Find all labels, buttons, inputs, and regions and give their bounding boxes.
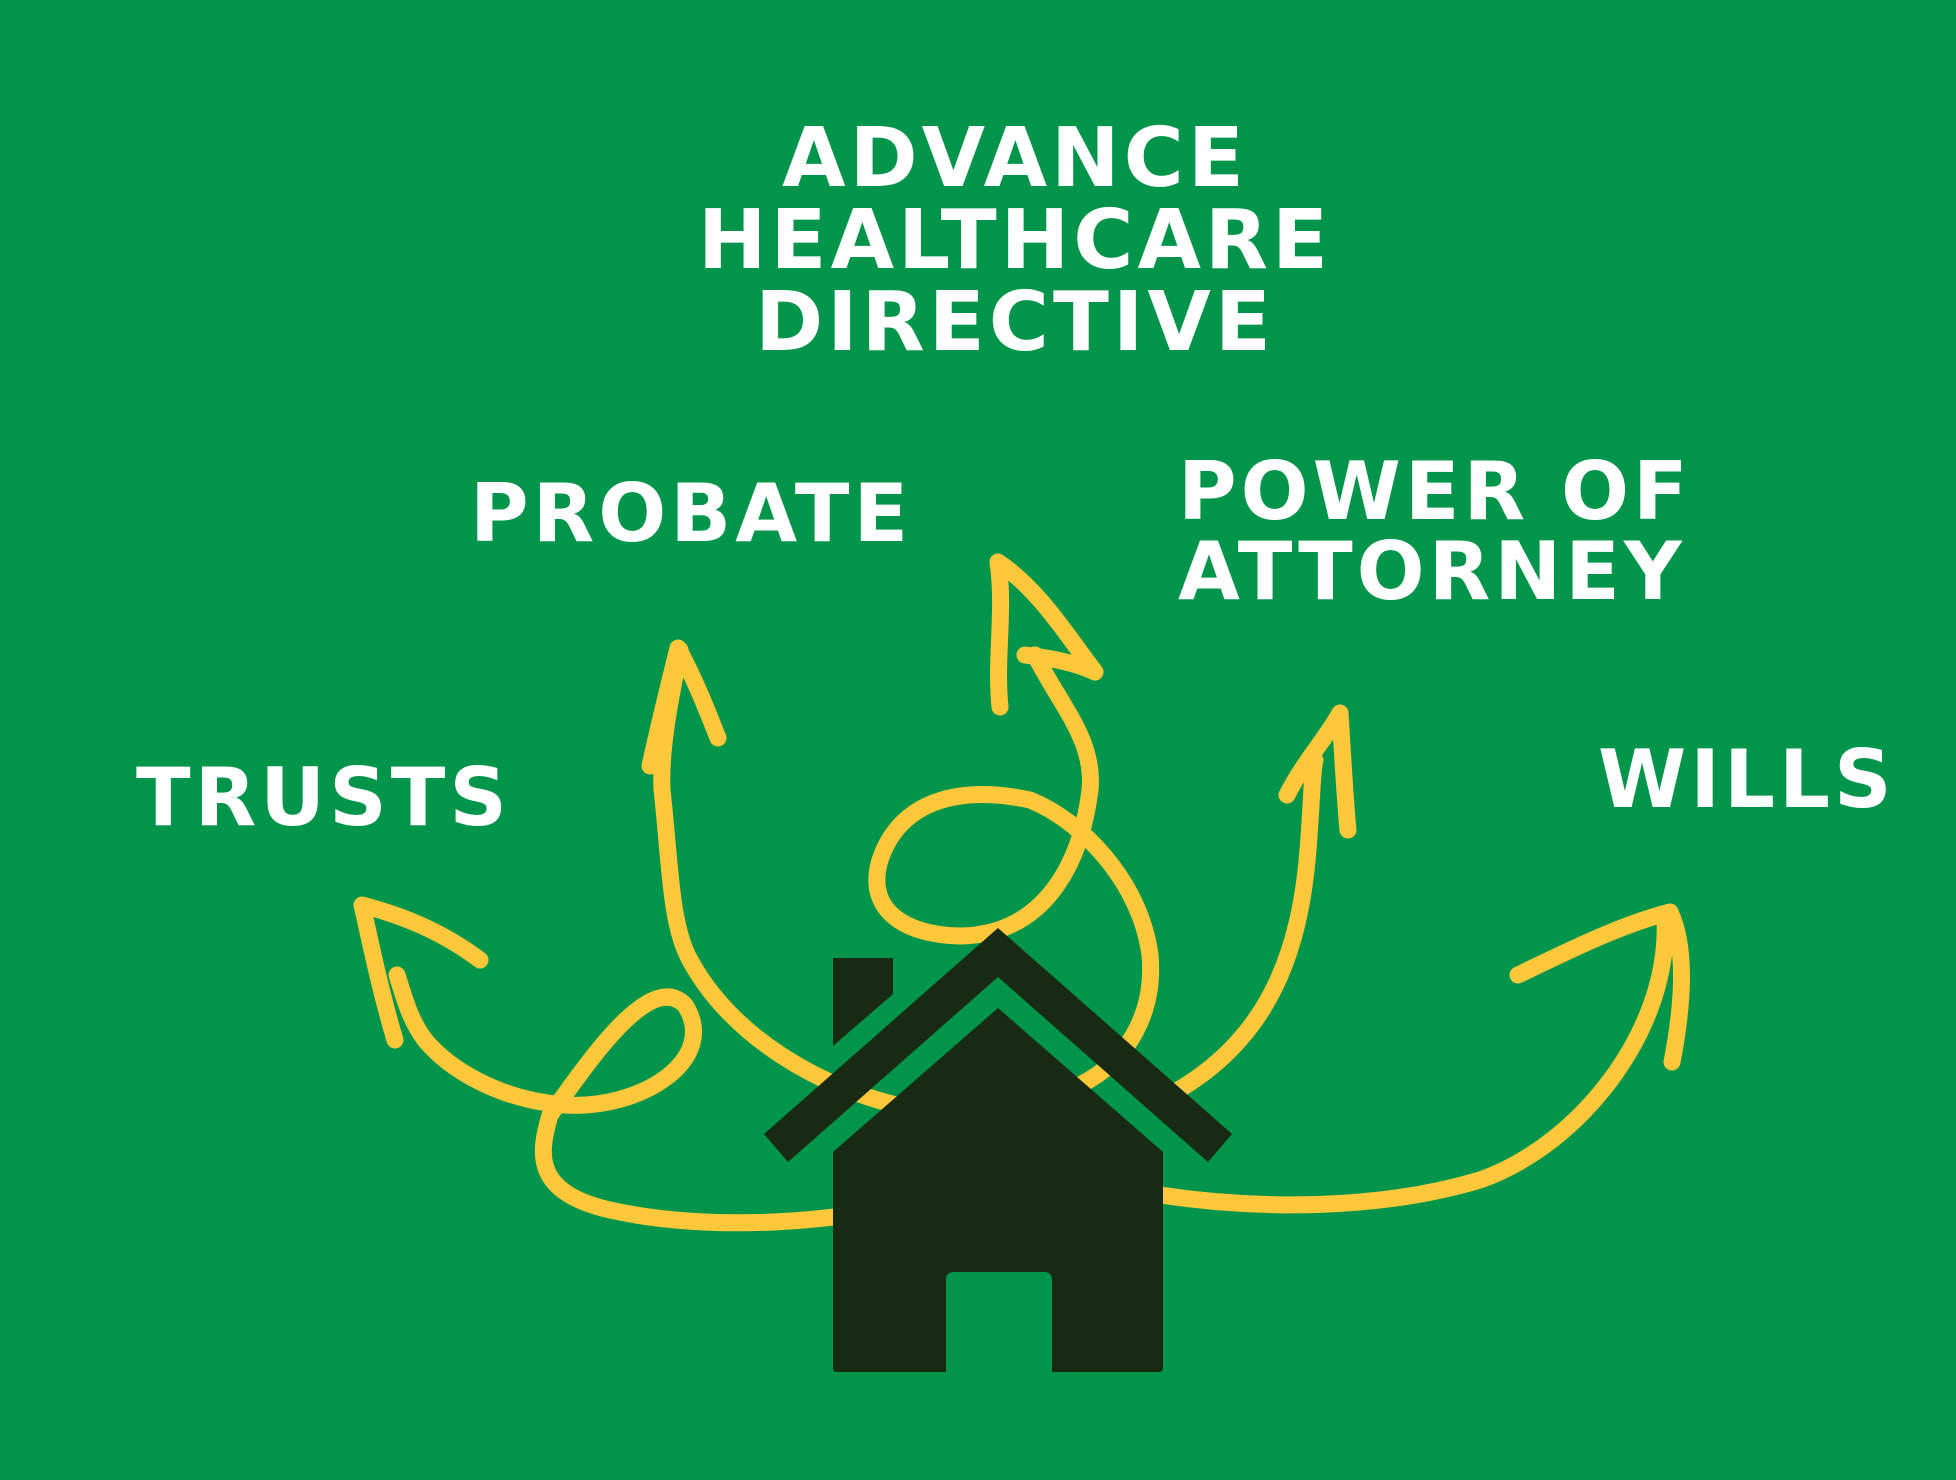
label-trusts: TRUSTS: [136, 751, 511, 844]
house-icon: [764, 928, 1232, 1372]
label-ahd-line-1: ADVANCE: [782, 111, 1248, 206]
arrow-to-wills: [1151, 911, 1674, 1214]
label-ahd-line-2: HEALTHCARE: [697, 193, 1333, 288]
arrow-to-trusts: [388, 966, 989, 1232]
house-chimney: [833, 958, 893, 994]
arrow-to-ahd: [868, 646, 1160, 1094]
label-advance-healthcare-directive: ADVANCE HEALTHCARE DIRECTIVE: [0, 118, 1956, 364]
label-poa-line-1: POWER OF: [1178, 445, 1692, 538]
arrow-to-poa-head: [1278, 704, 1357, 839]
house-body: [833, 1008, 1163, 1372]
label-probate: PROBATE: [470, 467, 913, 560]
label-poa-line-2: ATTORNEY: [1178, 525, 1686, 618]
label-wills: WILLS: [1598, 733, 1896, 826]
label-ahd-line-3: DIRECTIVE: [755, 275, 1275, 370]
arrow-to-poa: [1151, 751, 1324, 1109]
arrow-to-probate-head: [641, 639, 727, 775]
house-chimney-stem: [833, 994, 893, 1046]
label-power-of-attorney: POWER OF ATTORNEY: [1178, 452, 1692, 612]
arrow-to-ahd-head: [989, 553, 1104, 716]
house-roof: [764, 928, 1232, 1162]
arrow-to-wills-head: [1509, 903, 1691, 1071]
arrow-to-trusts-head: [353, 896, 489, 1049]
